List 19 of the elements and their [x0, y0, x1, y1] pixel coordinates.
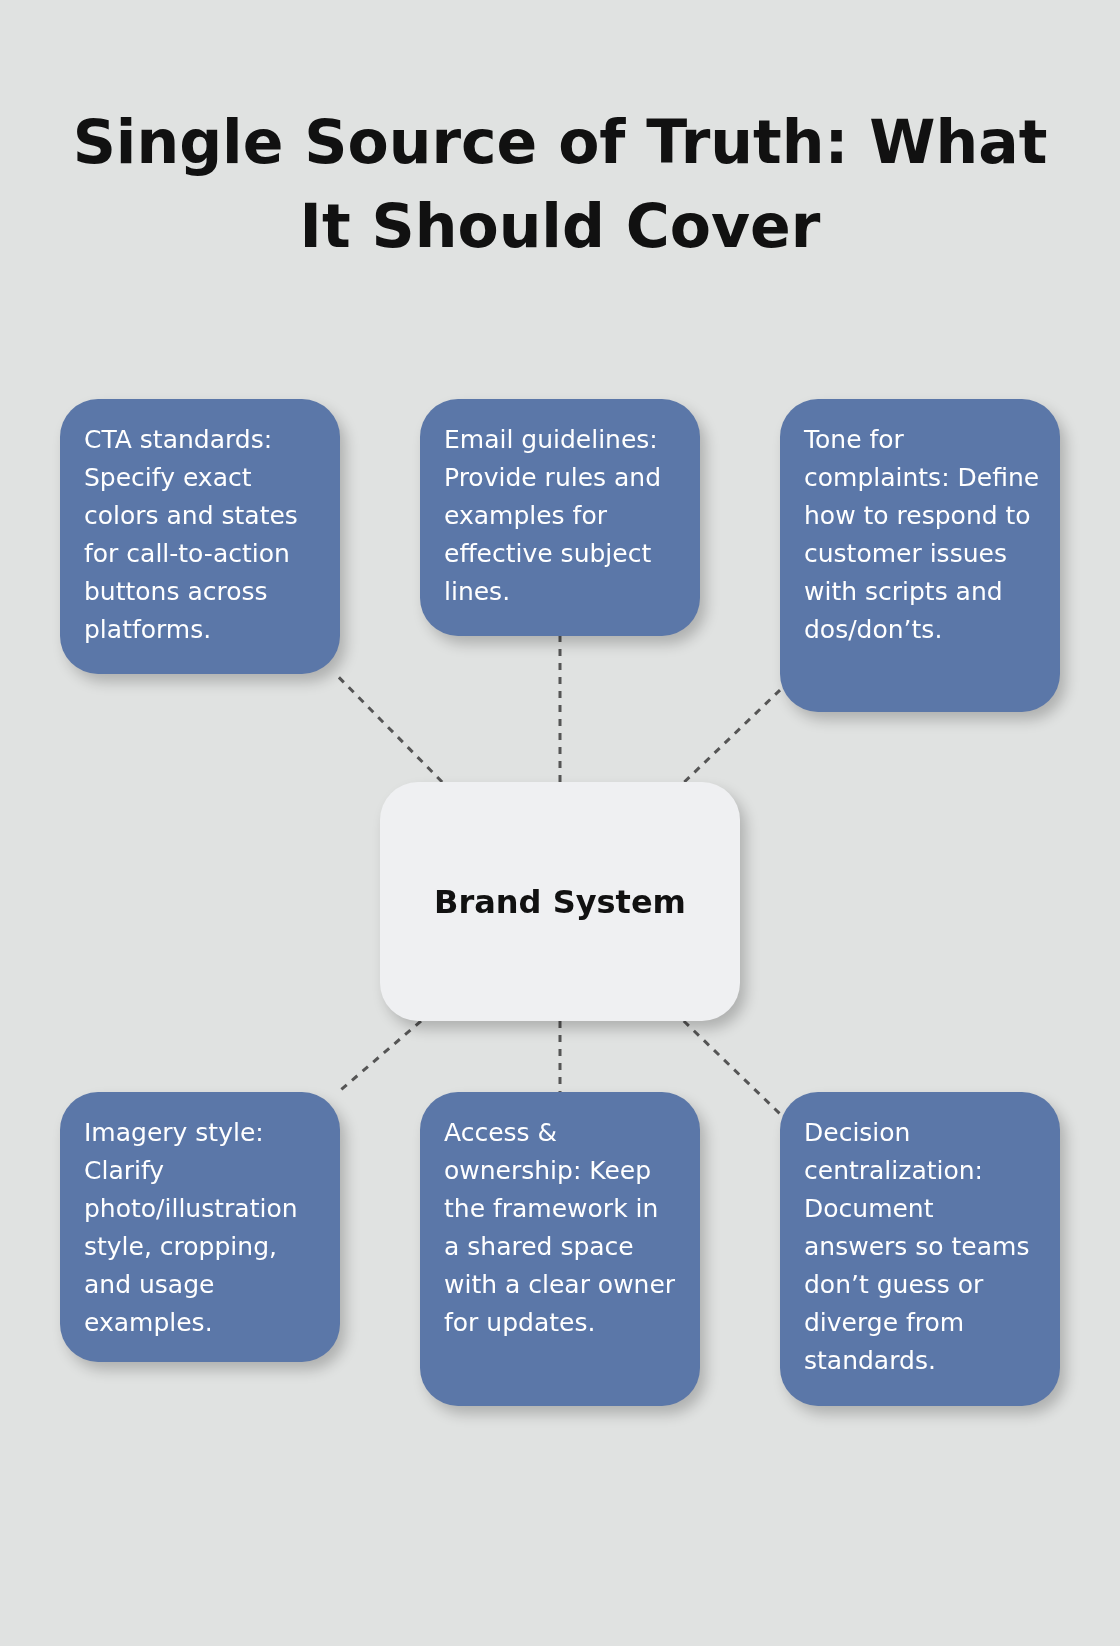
topic-card	[420, 1092, 700, 1406]
dashed-connector	[558, 1021, 562, 1092]
hub-box	[380, 782, 740, 1021]
title: Single Source of Truth: What It Should Cover	[71, 106, 1049, 263]
topic-card	[60, 1092, 340, 1362]
card-text: Tone for complaints: Define how to respond to customer issues with scripts and dos/don’ts.	[804, 424, 1040, 646]
topic-card	[420, 399, 700, 636]
dashed-connector	[682, 1019, 782, 1115]
card-text: Access & ownership: Keep the framework in a shared space with a clear owner for updates.	[444, 1117, 677, 1339]
topic-card	[780, 399, 1060, 712]
topic-card	[60, 399, 340, 674]
dashed-connector	[683, 688, 782, 784]
card-text: Decision centralization: Document answers so teams don’t guess or diverge from standards.	[804, 1117, 1031, 1377]
topic-card	[780, 1092, 1060, 1406]
hub-label: Brand System	[434, 881, 686, 922]
card-text: Email guidelines: Provide rules and examples for effective subject lines.	[444, 424, 663, 608]
dashed-connector	[558, 636, 562, 782]
card-text: CTA standards: Specify exact colors and states for call-to-action buttons across platforms.	[84, 424, 299, 646]
card-text: Imagery style: Clarify photo/illustration style, cropping, and usage examples.	[84, 1117, 299, 1339]
